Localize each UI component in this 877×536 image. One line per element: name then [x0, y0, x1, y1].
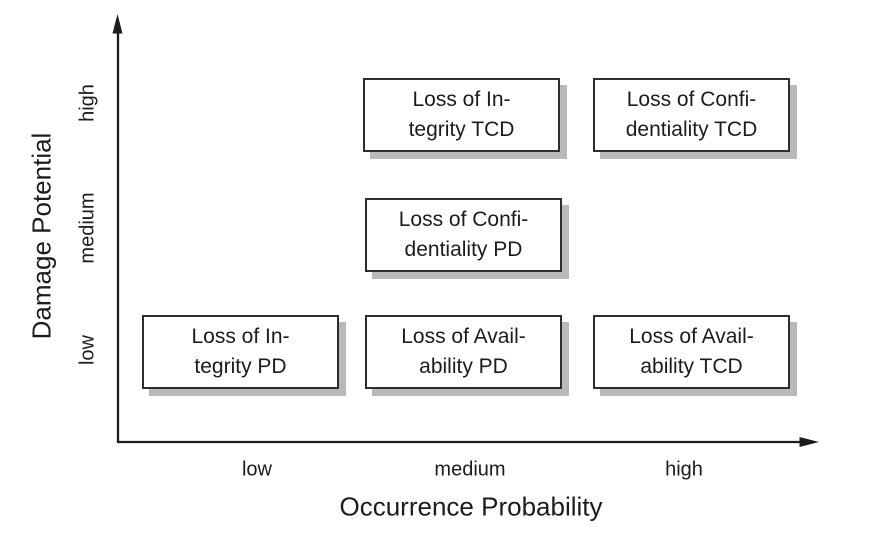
node-label-line: dentiality TCD: [625, 118, 758, 141]
node-loss-of-confidentiality-tcd: Loss of Confi- dentiality TCD: [593, 78, 790, 152]
y-axis-title: Damage Potential: [26, 132, 57, 340]
x-tick-low: low: [241, 458, 273, 481]
node-label-line: Loss of Avail-: [401, 325, 526, 348]
x-tick-high: high: [665, 458, 703, 481]
y-axis-arrowhead: [112, 14, 123, 34]
y-tick-medium: medium: [76, 192, 99, 264]
x-axis-title: Occurrence Probability: [339, 491, 603, 522]
node-loss-of-availability-tcd: Loss of Avail- ability TCD: [593, 315, 790, 389]
node-label-line: dentiality PD: [404, 238, 523, 261]
y-tick-high: high: [76, 84, 99, 122]
node-label-line: tegrity PD: [194, 355, 287, 378]
x-tick-medium: medium: [434, 458, 506, 481]
node-loss-of-availability-pd: Loss of Avail- ability PD: [365, 315, 562, 389]
node-label-line: Loss of Confi-: [626, 88, 757, 111]
node-label-line: Loss of Avail-: [629, 325, 754, 348]
node-loss-of-confidentiality-pd: Loss of Confi- dentiality PD: [365, 198, 562, 272]
node-label-line: ability PD: [419, 355, 508, 378]
node-loss-of-integrity-tcd: Loss of In- tegrity TCD: [363, 78, 560, 152]
node-loss-of-integrity-pd: Loss of In- tegrity PD: [142, 315, 339, 389]
y-tick-low: low: [76, 334, 99, 366]
node-label-line: Loss of In-: [412, 88, 511, 111]
x-axis-arrowhead: [799, 437, 819, 447]
node-label-line: Loss of Confi-: [398, 208, 529, 231]
node-label-line: tegrity TCD: [408, 118, 515, 141]
node-label-line: ability TCD: [640, 355, 743, 378]
node-label-line: Loss of In-: [191, 325, 290, 348]
